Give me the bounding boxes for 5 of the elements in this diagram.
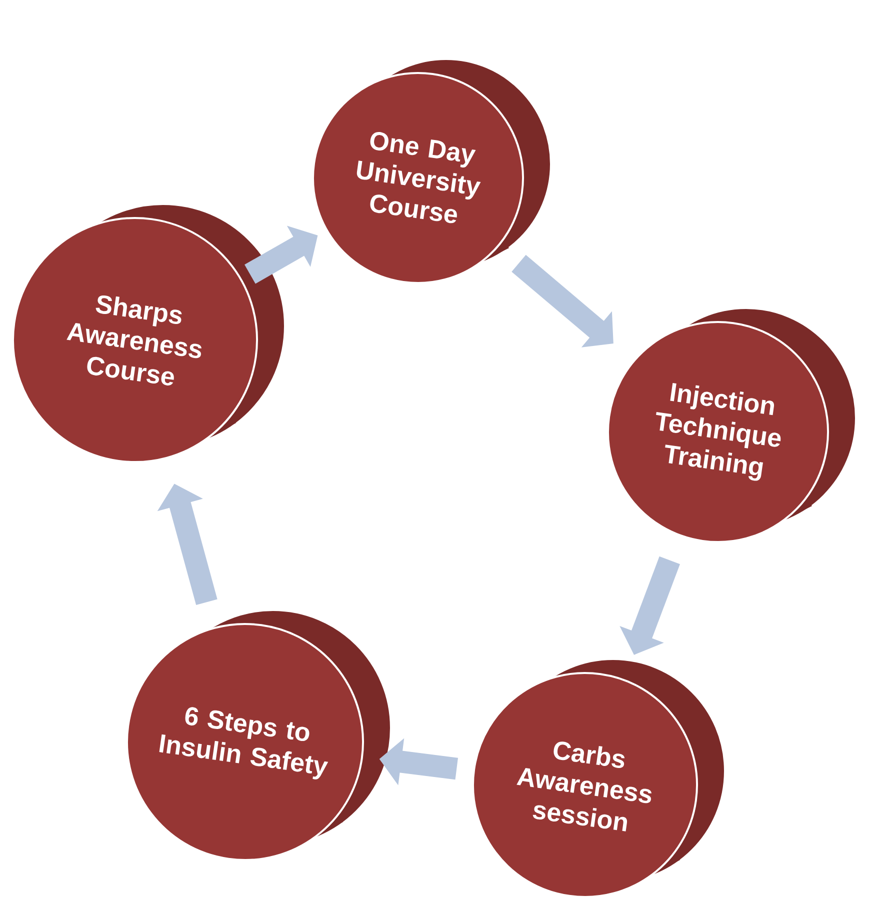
disc: Injection Technique Training	[607, 307, 857, 544]
disc: Sharps Awareness Course	[12, 203, 286, 464]
disc: 6 Steps to Insulin Safety	[126, 609, 392, 862]
disc: One Day University Course	[312, 58, 552, 284]
disc: Carbs Awareness session	[472, 658, 726, 898]
